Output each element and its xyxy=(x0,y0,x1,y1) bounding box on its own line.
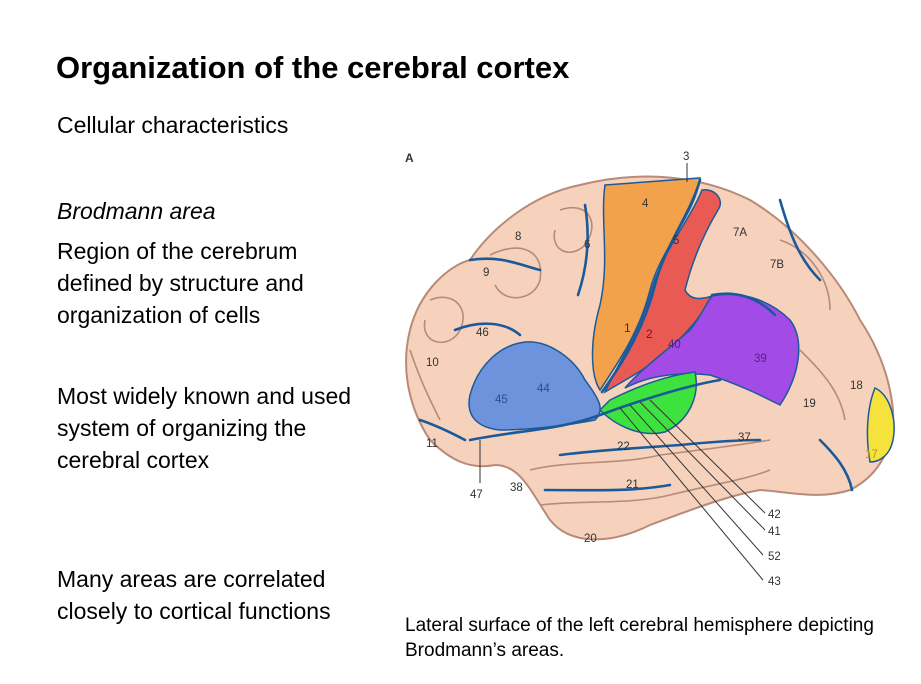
area-label-37: 37 xyxy=(738,432,751,444)
area-label-42: 42 xyxy=(768,509,781,521)
area-label-52: 52 xyxy=(768,551,781,563)
function-paragraph: Many areas are correlated closely to cor… xyxy=(57,566,331,624)
area-label-19: 19 xyxy=(803,398,816,410)
area-label-6: 6 xyxy=(584,239,590,251)
slide-title: Organization of the cerebral cortex xyxy=(56,50,570,85)
area-44-45-region xyxy=(468,341,601,431)
area-label-11: 11 xyxy=(426,438,438,450)
area-label-20: 20 xyxy=(584,533,597,545)
usage-paragraph: Most widely known and used system of org… xyxy=(57,383,352,473)
area-label-8: 8 xyxy=(515,231,521,243)
area-label-46: 46 xyxy=(476,327,489,339)
area-41-42-region xyxy=(598,371,697,435)
area-label-40: 40 xyxy=(668,339,681,351)
area-label-17: 17 xyxy=(865,449,878,461)
panel-label: A xyxy=(405,151,414,165)
definition-paragraph: Region of the cerebrum defined by struct… xyxy=(57,238,304,328)
area-label-39: 39 xyxy=(754,353,767,365)
area-label-3: 3 xyxy=(683,151,689,163)
area-label-47: 47 xyxy=(470,489,483,501)
area-label-7b: 7B xyxy=(770,259,784,271)
area-label-5: 5 xyxy=(673,235,679,247)
area-label-38: 38 xyxy=(510,482,523,494)
brodmann-brain-diagram: A 3 4 5 6 7A 7B 8 9 10 11 17 18 19 20 21… xyxy=(405,151,895,588)
area-label-1: 1 xyxy=(624,321,631,335)
area-40-39-region xyxy=(624,293,800,406)
slide-subtitle: Cellular characteristics xyxy=(57,112,289,138)
area-17-region xyxy=(866,386,895,463)
area-label-22: 22 xyxy=(617,441,630,453)
area-label-18: 18 xyxy=(850,380,863,392)
area-label-43: 43 xyxy=(768,576,781,588)
area-label-10: 10 xyxy=(426,357,439,369)
area-label-45: 45 xyxy=(495,394,508,406)
area-label-2: 2 xyxy=(646,327,653,341)
area-label-4: 4 xyxy=(642,198,649,210)
area-label-7a: 7A xyxy=(733,227,747,239)
area-label-44: 44 xyxy=(537,383,550,395)
area-label-21: 21 xyxy=(626,479,639,491)
figure-caption: Lateral surface of the left cerebral hem… xyxy=(405,615,874,661)
area-label-41: 41 xyxy=(768,526,781,538)
area-label-9: 9 xyxy=(483,267,489,279)
term-heading: Brodmann area xyxy=(57,198,216,224)
